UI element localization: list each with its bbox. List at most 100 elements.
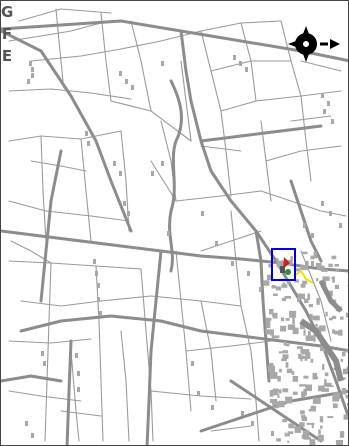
town-building — [313, 251, 317, 259]
building — [167, 231, 170, 236]
building — [247, 271, 250, 276]
route-segment — [293, 269, 314, 284]
town-building — [334, 284, 339, 289]
town-building — [300, 283, 306, 288]
town-building — [328, 290, 333, 297]
road — [1, 29, 133, 233]
town-building — [317, 434, 324, 442]
town-building — [341, 388, 347, 395]
town-building — [310, 255, 315, 260]
building — [197, 391, 200, 396]
town-building — [325, 311, 328, 317]
town-building — [334, 331, 340, 335]
town-building — [329, 317, 333, 321]
town-building — [278, 400, 285, 408]
selection-highlight[interactable] — [271, 248, 314, 284]
town-building — [282, 282, 286, 286]
town-building — [292, 376, 299, 382]
building — [123, 201, 126, 206]
town-building — [346, 366, 348, 371]
town-building — [342, 368, 348, 375]
town-building — [316, 278, 319, 282]
building — [327, 101, 330, 106]
town-building — [269, 372, 278, 379]
field-boundary — [8, 200, 130, 222]
building — [239, 61, 242, 66]
field-boundary — [150, 390, 252, 400]
town-building — [302, 415, 305, 420]
town-building — [332, 276, 335, 283]
town-building — [324, 372, 329, 377]
town-building — [289, 310, 297, 318]
town-building — [292, 317, 295, 325]
town-building — [300, 322, 306, 330]
side-label-char: G — [1, 3, 14, 21]
town-building — [343, 414, 348, 420]
building — [251, 421, 254, 426]
town-building — [340, 316, 344, 320]
building — [131, 85, 134, 90]
building — [339, 223, 342, 228]
building — [151, 171, 154, 176]
road — [254, 229, 271, 383]
building — [99, 311, 102, 316]
town-building — [321, 269, 328, 272]
town-building — [310, 358, 314, 363]
field-boundary — [8, 22, 102, 42]
town-building — [302, 430, 310, 437]
town-building — [299, 384, 306, 387]
town-building — [263, 280, 270, 286]
town-building — [285, 396, 293, 404]
field-boundary — [40, 135, 47, 242]
town-building — [305, 260, 309, 266]
field-boundary — [30, 40, 162, 62]
town-building — [342, 351, 346, 357]
town-building — [299, 422, 305, 427]
town-building — [285, 433, 290, 437]
town-cluster — [263, 251, 348, 445]
field-boundary — [200, 230, 262, 252]
town-building — [287, 280, 290, 285]
town-building — [346, 417, 348, 420]
road — [39, 149, 63, 303]
town-building — [270, 329, 274, 336]
town-building — [302, 280, 308, 285]
building — [87, 141, 90, 146]
town-building — [315, 263, 322, 267]
town-building — [294, 268, 300, 272]
town-building — [282, 350, 288, 354]
building — [245, 67, 248, 72]
field-boundary — [8, 88, 132, 100]
town-building — [282, 419, 287, 423]
town-building — [268, 264, 272, 268]
town-building — [272, 406, 279, 409]
building — [191, 361, 194, 366]
town-building — [306, 422, 315, 425]
field-boundary — [130, 20, 152, 112]
road — [1, 229, 348, 273]
building — [97, 297, 100, 302]
town-building — [320, 425, 323, 429]
poi-marker-gray — [280, 266, 285, 273]
town-building — [269, 318, 272, 321]
town-building — [271, 285, 276, 289]
field-boundary — [70, 350, 80, 442]
town-building — [338, 329, 343, 336]
road — [145, 249, 163, 445]
field-boundary — [200, 145, 242, 152]
town-building — [285, 343, 290, 347]
town-building — [265, 329, 272, 335]
town-building — [303, 329, 306, 336]
field-boundary — [95, 265, 104, 442]
building — [119, 71, 122, 76]
town-building — [325, 385, 334, 388]
compass-rose-icon[interactable] — [288, 26, 340, 62]
road-network — [1, 19, 348, 445]
town-building — [331, 315, 337, 319]
field-boundary — [150, 160, 177, 202]
town-building — [332, 403, 338, 409]
town-building — [290, 256, 293, 262]
field-boundary — [44, 262, 52, 442]
